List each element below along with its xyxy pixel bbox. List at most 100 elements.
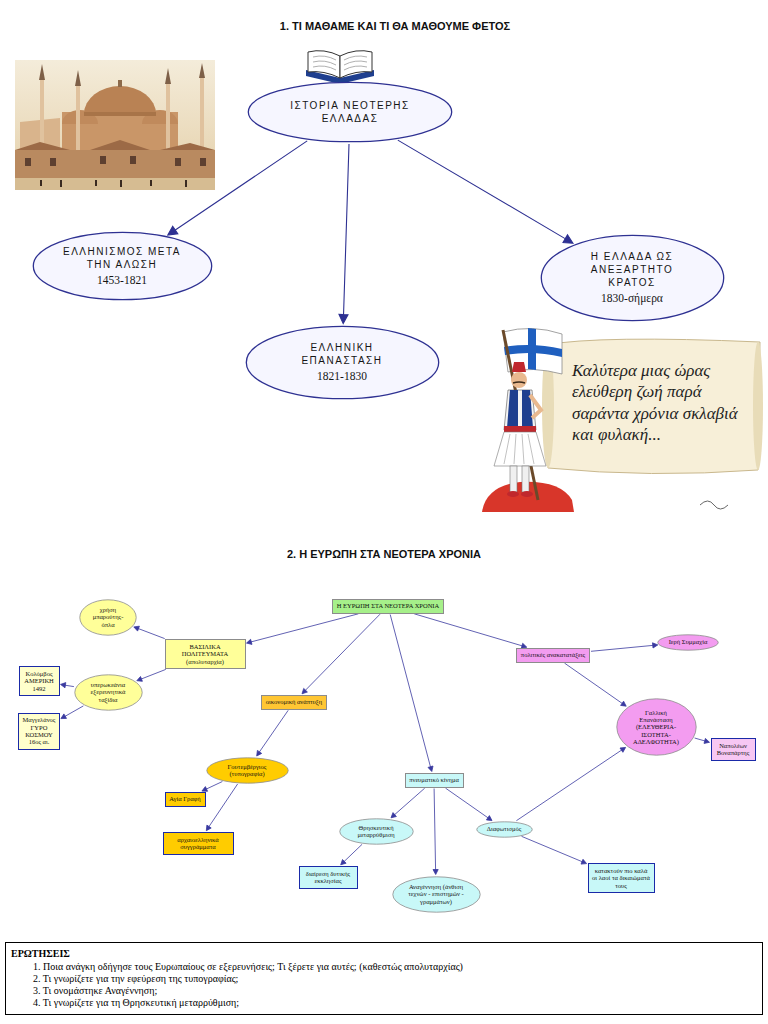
ellipse-shape (206, 757, 287, 782)
process-box: Αγία Γραφή (165, 792, 206, 807)
book-icon-part (313, 56, 367, 70)
revolutionary-illustration-part (504, 434, 534, 464)
ellipse-shape (246, 326, 438, 398)
node-label: Μαγγελάνος ΓΥΡΟ ΚΟΣΜΟΥ 16ος αι. (23, 716, 56, 745)
connector-arrow (433, 789, 438, 875)
hagia-sophia-photo-part (199, 63, 205, 78)
ellipse-node: Γουτεμβέργιος (τυπογραφία) (206, 757, 289, 784)
ellipse-node: Διαφωτισμός (476, 821, 533, 838)
process-box: διαίρεση δυτικής εκκλησίας (299, 866, 358, 889)
question-item: 2. Τι γνωρίζετε για την εφεύρεση της τυπ… (11, 973, 757, 985)
node-label: Διαφωτισμός (486, 825, 522, 832)
revolutionary-illustration-part (545, 339, 760, 473)
connector-arrow (247, 614, 359, 645)
date-range: 1830-σήμερα (576, 291, 688, 306)
node-text: Κολόμβος ΑΜΕΡΙΚΗ 1492 (23, 670, 55, 692)
connector-arrow (168, 141, 307, 235)
hagia-sophia-photo-part (15, 60, 215, 190)
revolutionary-illustration-part (504, 345, 562, 357)
node-text: Γαλλική Επανάσταση (ΕΛΕΥΘΕΡΙΑ-ΙΣΟΤΗΤΑ-ΑΔ… (630, 709, 682, 745)
process-box: πολιτικές ανακατατάξεις (516, 648, 590, 663)
ellipse-node: ΙΣΤΟΡΙΑ ΝΕΟΤΕΡΗΣ ΕΛΛΑΔΑΣ (247, 81, 453, 143)
node-label: κατακτούν πιο καλά οι λαοί τα δικαιώματά… (592, 867, 650, 889)
node-text: πολιτικές ανακατατάξεις (520, 651, 586, 658)
hagia-sophia-photo-part (84, 112, 156, 116)
process-box: Μαγγελάνος ΓΥΡΟ ΚΟΣΜΟΥ 16ος αι. (18, 713, 60, 750)
revolutionary-illustration-part (530, 395, 541, 418)
questions-box: ΕΡΩΤΗΣΕΙΣ1. Ποια ανάγκη οδήγησε τους Ευρ… (5, 942, 763, 1015)
node-label: Κολόμβος ΑΜΕΡΙΚΗ 1492 (23, 670, 55, 692)
node-text: ΕΡΩΤΗΣΕΙΣ1. Ποια ανάγκη οδήγησε τους Ευρ… (11, 948, 757, 1009)
node-text: Ναπολέων Βοναπάρτης (715, 742, 751, 757)
connector-arrow (134, 626, 165, 638)
process-box: πνευματικό κίνημα (405, 773, 464, 788)
date-range: 1453-1821 (61, 273, 183, 288)
connector-arrow (565, 663, 627, 706)
process-box: ΒΑΣΙΛΙΚΑ ΠΟΛΙΤΕΥΜΑΤΑ (απολυταρχία) (165, 639, 246, 669)
node-text: ΙΣΤΟΡΙΑ ΝΕΟΤΕΡΗΣ ΕΛΛΑΔΑΣ (280, 99, 420, 125)
connector-arrow (391, 788, 425, 818)
node-text: χρήση μπαρούτης-όπλα (90, 606, 126, 628)
ellipse-shape (392, 876, 479, 911)
node-label: Ιερή Συμμαχία (668, 638, 708, 645)
node-label: χρήση μπαρούτης-όπλα (90, 606, 126, 628)
question-item: 3. Τι ονομάστηκε Αναγέννηση; (11, 985, 757, 997)
hagia-sophia-photo-part (76, 86, 80, 156)
hagia-sophia-photo (15, 60, 215, 190)
node-text: ΕΛΛΗΝΙΣΜΟΣ ΜΕΤΑ ΤΗΝ ΑΛΩΣΗ 1453-1821 (61, 245, 183, 288)
node-text: διαίρεση δυτικής εκκλησίας (303, 870, 353, 885)
connector-arrow (414, 614, 527, 649)
process-box: αρχαιοελληνικά συγγράμματα (163, 832, 234, 855)
connector-arrow (522, 836, 587, 864)
connector-arrow (695, 738, 710, 743)
node-label: Θρησκευτική μεταρρύθμιση (352, 824, 400, 839)
questions-heading: ΕΡΩΤΗΣΕΙΣ (11, 948, 757, 960)
node-text: Η ΕΥΡΩΠΗ ΣΤΑ ΝΕΟΤΕΡΑ ΧΡΟΝΙΑ (336, 602, 440, 609)
connector-arrow (61, 683, 74, 688)
node-label: αρχαιοελληνικά συγγράμματα (167, 836, 229, 851)
handwritten-quote: Καλύτερα μιας ώρας ελεύθερη ζωή παρά σαρ… (572, 360, 744, 445)
ellipse-shape (33, 232, 211, 299)
connector-arrow (302, 614, 380, 694)
node-label: ΕΛΛΗΝΙΣΜΟΣ ΜΕΤΑ ΤΗΝ ΑΛΩΣΗ (61, 245, 183, 271)
hagia-sophia-photo-part (165, 68, 171, 84)
revolutionary-illustration-part (504, 426, 536, 432)
node-text: πνευματικό κίνημα (409, 776, 460, 783)
revolutionary-illustration-part (521, 491, 533, 497)
node-label: οικονομική ανάπτυξη (265, 698, 323, 705)
node-text: ΒΑΣΙΛΙΚΑ ΠΟΛΙΤΕΥΜΑΤΑ (απολυταρχία) (169, 643, 241, 665)
node-text: Αναγέννηση (άνθιση τεχνών - επιστημών - … (407, 883, 465, 905)
node-text: υπερωκεάνια εξερευνητικά ταξίδια (86, 681, 130, 703)
question-item: 4. Τι γνωρίζετε για τη Θρησκευτική μεταρ… (11, 997, 757, 1009)
ellipse-node: Η ΕΛΛΑΔΑ ΩΣ ΑΝΕΞΑΡΤΗΤΟ ΚΡΑΤΟΣ1830-σήμερα (540, 234, 725, 322)
revolutionary-illustration-part (512, 362, 526, 372)
node-label: διαίρεση δυτικής εκκλησίας (303, 870, 353, 885)
node-text: Μαγγελάνος ΓΥΡΟ ΚΟΣΜΟΥ 16ος αι. (23, 716, 56, 745)
hagia-sophia-photo-part (75, 70, 81, 86)
node-label: Αναγέννηση (άνθιση τεχνών - επιστημών - … (407, 883, 465, 905)
connector-arrow (398, 140, 573, 243)
revolutionary-illustration-part (753, 342, 763, 470)
revolutionary-illustration-part (511, 372, 527, 388)
node-text: Θρησκευτική μεταρρύθμιση (352, 824, 400, 839)
section-title: 1. ΤΙ ΜΑΘΑΜΕ ΚΑΙ ΤΙ ΘΑ ΜΑΘΟΥΜΕ ΦΕΤΟΣ (280, 20, 510, 32)
hagia-sophia-photo-part (84, 86, 156, 114)
ellipse-shape (476, 821, 531, 836)
hagia-sophia-photo-part (40, 180, 187, 187)
node-label: πολιτικές ανακατατάξεις (520, 651, 586, 658)
ellipse-outline (247, 81, 453, 143)
process-box: Κολόμβος ΑΜΕΡΙΚΗ 1492 (19, 666, 60, 696)
node-label: ΙΣΤΟΡΙΑ ΝΕΟΤΕΡΗΣ ΕΛΛΑΔΑΣ (280, 99, 420, 125)
node-label: Η ΕΥΡΩΠΗ ΣΤΑ ΝΕΟΤΕΡΑ ΧΡΟΝΙΑ (336, 602, 440, 609)
process-box: Ναπολέων Βοναπάρτης (711, 738, 756, 761)
connector-arrow (202, 782, 223, 792)
ellipse-node: ΕΛΛΗΝΙΚΗ ΕΠΑΝΑΣΤΑΣΗ1821-1830 (245, 325, 440, 400)
node-label: Γαλλική Επανάσταση (ΕΛΕΥΘΕΡΙΑ-ΙΣΟΤΗΤΑ-ΑΔ… (630, 709, 682, 745)
node-label: Αγία Γραφή (169, 795, 202, 802)
connector-arrow (206, 784, 237, 831)
connector-arrow (341, 844, 362, 865)
book-icon (306, 51, 374, 84)
hagia-sophia-photo-part (118, 80, 122, 87)
revolutionary-illustration-part (510, 466, 517, 492)
connector-arrow (446, 788, 493, 821)
